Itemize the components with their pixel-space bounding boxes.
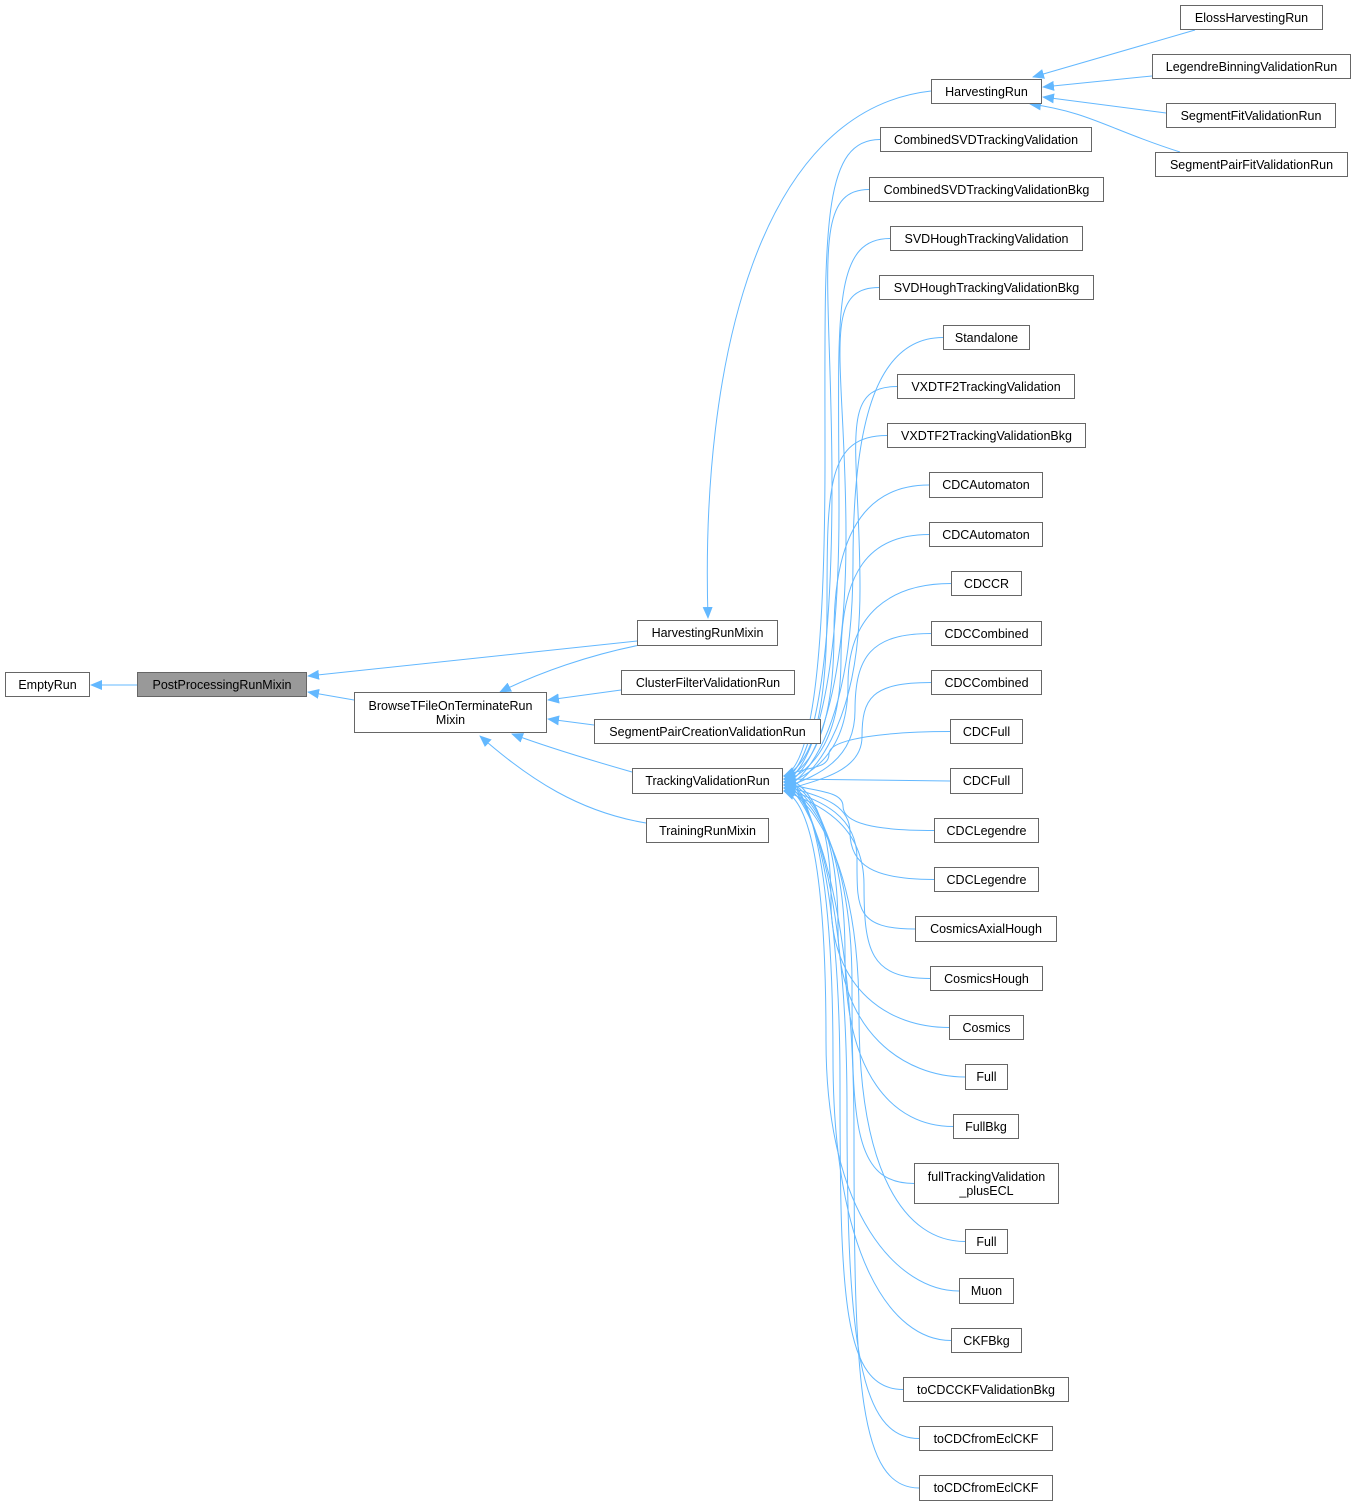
class-node-emptyrun[interactable]: EmptyRun — [5, 672, 90, 697]
class-node-t1[interactable]: CombinedSVDTrackingValidation — [880, 127, 1092, 152]
class-node-t23[interactable]: Full — [965, 1229, 1008, 1254]
class-node-harvestingrunmixin[interactable]: HarvestingRunMixin — [637, 620, 778, 646]
inheritance-edge — [783, 386, 898, 792]
class-node-postprocessingrunmixin[interactable]: PostProcessingRunMixin — [137, 672, 307, 697]
inheritance-edge — [783, 778, 966, 1078]
class-node-harvestingrun[interactable]: HarvestingRun — [931, 79, 1042, 104]
inheritance-edge — [783, 787, 966, 1242]
class-node-t5[interactable]: Standalone — [943, 325, 1030, 350]
class-node-t9[interactable]: CDCAutomaton — [929, 522, 1043, 547]
inheritance-edge — [1029, 100, 1181, 153]
inheritance-edge — [702, 90, 932, 619]
class-node-t15[interactable]: CDCLegendre — [934, 818, 1039, 843]
inheritance-edge — [307, 640, 638, 680]
inheritance-edge — [783, 583, 952, 786]
inheritance-edge — [1042, 75, 1153, 91]
inheritance-edge — [783, 534, 930, 783]
inheritance-edge — [783, 435, 888, 777]
class-node-t19[interactable]: Cosmics — [949, 1015, 1024, 1040]
class-node-t24[interactable]: Muon — [959, 1278, 1014, 1304]
class-node-t6[interactable]: VXDTF2TrackingValidation — [897, 374, 1075, 399]
inheritance-edge — [547, 715, 595, 726]
class-node-segmentpaircreationvalidationrun[interactable]: SegmentPairCreationValidationRun — [594, 719, 821, 744]
inheritance-edge — [783, 781, 920, 1439]
inheritance-edge — [783, 731, 951, 777]
inheritance-edge — [783, 682, 932, 792]
inheritance-edge — [783, 238, 891, 783]
class-node-legendrebinningvalidationrun[interactable]: LegendreBinningValidationRun — [1152, 54, 1351, 79]
class-node-t10[interactable]: CDCCR — [951, 571, 1022, 596]
inheritance-edge — [783, 774, 951, 785]
class-node-t28[interactable]: toCDCfromEclCKF — [919, 1475, 1053, 1501]
inheritance-edge — [783, 778, 904, 1390]
class-node-t7[interactable]: VXDTF2TrackingValidationBkg — [887, 423, 1086, 448]
inheritance-edge — [1042, 93, 1167, 114]
inheritance-edge — [783, 775, 950, 1028]
class-node-t8[interactable]: CDCAutomaton — [929, 472, 1043, 498]
class-node-t22[interactable]: fullTrackingValidation _plusECL — [914, 1163, 1059, 1204]
inheritance-edge — [783, 781, 935, 831]
class-node-t16[interactable]: CDCLegendre — [934, 867, 1039, 892]
inheritance-edge — [783, 189, 870, 780]
inheritance-edge — [783, 337, 944, 789]
inheritance-edge — [783, 775, 952, 1341]
inheritance-edge — [1032, 29, 1196, 79]
inheritance-edge — [783, 790, 960, 1292]
class-node-t4[interactable]: SVDHoughTrackingValidationBkg — [879, 275, 1094, 300]
class-node-t18[interactable]: CosmicsHough — [930, 966, 1043, 991]
class-node-t17[interactable]: CosmicsAxialHough — [915, 916, 1057, 942]
class-node-t11[interactable]: CDCCombined — [931, 621, 1042, 646]
class-node-segmentfitvalidationrun[interactable]: SegmentFitValidationRun — [1166, 103, 1336, 128]
inheritance-edge — [547, 689, 622, 704]
class-node-trackingvalidationrun[interactable]: TrackingValidationRun — [632, 768, 783, 794]
inheritance-edge — [783, 784, 915, 1184]
inheritance-edge — [783, 633, 932, 789]
inheritance-edge — [783, 784, 935, 880]
inheritance-edge — [783, 484, 930, 780]
class-node-t3[interactable]: SVDHoughTrackingValidation — [890, 226, 1083, 251]
class-node-t13[interactable]: CDCFull — [950, 719, 1023, 744]
class-node-segmentpairfitvalidationrun[interactable]: SegmentPairFitValidationRun — [1155, 152, 1348, 177]
inheritance-edge — [783, 784, 920, 1489]
inheritance-edge — [783, 781, 954, 1127]
class-node-t14[interactable]: CDCFull — [950, 768, 1023, 794]
class-node-t27[interactable]: toCDCfromEclCKF — [919, 1426, 1053, 1451]
inheritance-edge — [499, 644, 641, 693]
class-node-t20[interactable]: Full — [965, 1064, 1008, 1090]
class-node-browsetfileonterminaterunmixin[interactable]: BrowseTFileOnTerminateRun Mixin — [354, 692, 547, 733]
class-node-t25[interactable]: CKFBkg — [951, 1328, 1022, 1353]
inheritance-edge — [479, 735, 647, 824]
class-node-t2[interactable]: CombinedSVDTrackingValidationBkg — [869, 177, 1104, 202]
inheritance-edge — [307, 688, 355, 701]
class-node-t21[interactable]: FullBkg — [953, 1114, 1019, 1139]
class-node-t12[interactable]: CDCCombined — [931, 670, 1042, 695]
class-node-trainingrunmixin[interactable]: TrainingRunMixin — [646, 818, 769, 843]
class-node-elossharvestingrun[interactable]: ElossHarvestingRun — [1180, 5, 1323, 30]
class-node-clusterfiltervalidationrun[interactable]: ClusterFilterValidationRun — [621, 670, 795, 695]
inheritance-edge — [511, 733, 633, 773]
class-node-t26[interactable]: toCDCCKFValidationBkg — [903, 1377, 1069, 1402]
